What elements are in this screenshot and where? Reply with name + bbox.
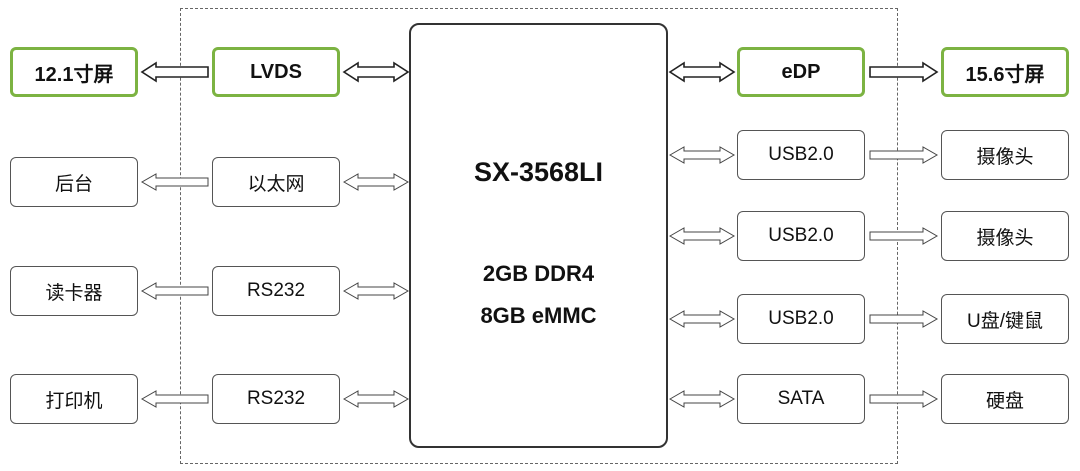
camera-label-1: 摄像头 (976, 146, 1034, 168)
lvds-label: LVDS (250, 60, 302, 83)
soc-storage: 8GB eMMC (480, 303, 597, 328)
arrow-lvds-to-display (140, 61, 209, 83)
usb-drive-keyboard-mouse-box: U盘/键鼠 (941, 294, 1069, 344)
arrow-soc-rs232-2 (342, 390, 410, 408)
lvds-interface-box: LVDS (212, 47, 340, 97)
printer-box: 打印机 (10, 374, 138, 424)
arrow-soc-ethernet (342, 173, 410, 191)
arrow-usb-to-camera-2 (869, 227, 939, 245)
usb-drive-keyboard-mouse-label: U盘/键鼠 (966, 310, 1043, 332)
arrow-usb-to-camera-1 (869, 146, 939, 164)
edp-label: eDP (781, 60, 821, 83)
display-12-1-label: 12.1寸屏 (34, 63, 114, 86)
card-reader-box: 读卡器 (10, 266, 138, 316)
arrow-ethernet-to-backend (140, 173, 209, 191)
camera-box-1: 摄像头 (941, 130, 1069, 180)
arrow-rs232-to-printer (140, 390, 209, 408)
rs232-label-2: RS232 (246, 388, 306, 409)
usb-label-2: USB2.0 (768, 225, 834, 246)
backend-box: 后台 (10, 157, 138, 207)
arrow-soc-usb-3 (668, 310, 736, 328)
arrow-soc-lvds (342, 61, 410, 83)
backend-label: 后台 (54, 173, 93, 195)
usb-label-1: USB2.0 (768, 144, 834, 165)
card-reader-label: 读卡器 (45, 282, 103, 304)
usb-interface-box-3: USB2.0 (737, 294, 865, 344)
arrow-soc-edp (668, 61, 736, 83)
arrow-soc-sata (668, 390, 736, 408)
edp-interface-box: eDP (737, 47, 865, 97)
ethernet-label: 以太网 (247, 173, 305, 195)
hard-disk-box: 硬盘 (941, 374, 1069, 424)
arrow-sata-to-disk (869, 390, 939, 408)
arrow-soc-usb-2 (668, 227, 736, 245)
sata-label: SATA (777, 388, 825, 409)
display-12-1-box: 12.1寸屏 (10, 47, 138, 97)
arrow-rs232-to-card-reader (140, 282, 209, 300)
display-15-6-box: 15.6寸屏 (941, 47, 1069, 97)
arrow-usb-to-drive (869, 310, 939, 328)
soc-memory: 2GB DDR4 (482, 261, 595, 286)
usb-interface-box-2: USB2.0 (737, 211, 865, 261)
usb-label-3: USB2.0 (768, 308, 834, 329)
hard-disk-label: 硬盘 (985, 390, 1024, 412)
display-15-6-label: 15.6寸屏 (965, 63, 1045, 86)
sata-interface-box: SATA (737, 374, 865, 424)
camera-label-2: 摄像头 (976, 227, 1034, 249)
arrow-soc-rs232-1 (342, 282, 410, 300)
soc-name: SX-3568LI (473, 157, 604, 187)
rs232-interface-box-2: RS232 (212, 374, 340, 424)
soc-block: SX-3568LI 2GB DDR4 8GB eMMC (409, 23, 668, 448)
rs232-interface-box-1: RS232 (212, 266, 340, 316)
arrow-edp-to-display (869, 61, 939, 83)
arrow-soc-usb-1 (668, 146, 736, 164)
rs232-label-1: RS232 (246, 280, 306, 301)
printer-label: 打印机 (45, 390, 103, 412)
camera-box-2: 摄像头 (941, 211, 1069, 261)
ethernet-interface-box: 以太网 (212, 157, 340, 207)
usb-interface-box-1: USB2.0 (737, 130, 865, 180)
